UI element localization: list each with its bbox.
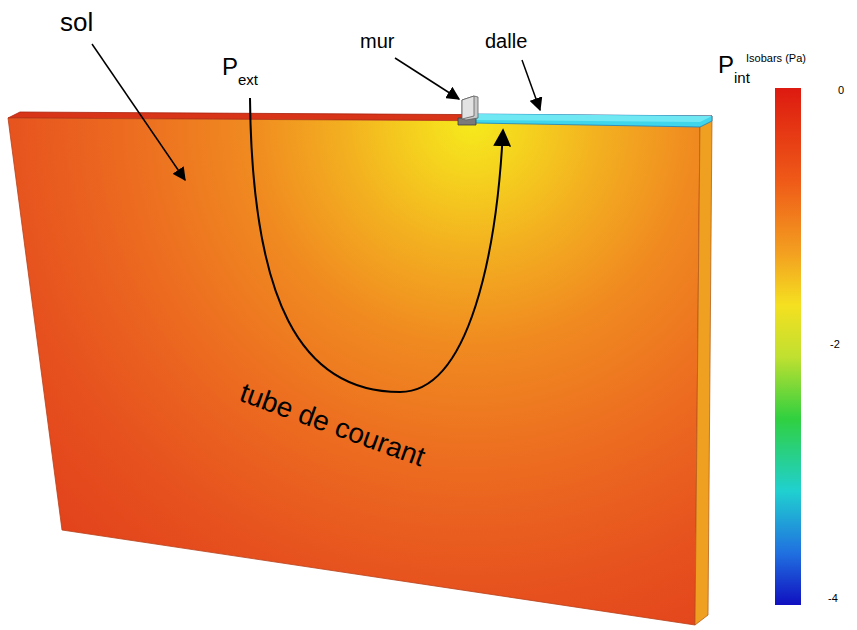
leader-line — [92, 44, 185, 180]
color-scale-bar — [775, 88, 801, 605]
pressure-symbol: P — [718, 52, 734, 78]
part-label: mur — [360, 30, 394, 52]
slab-top — [474, 114, 712, 122]
part-label: sol — [60, 8, 93, 37]
pressure-symbol: P — [222, 54, 238, 80]
wall — [462, 96, 478, 120]
soil-block — [8, 118, 700, 625]
scale-title: Isobars (Pa) — [746, 52, 806, 64]
subscript: ext — [238, 72, 258, 89]
scale-tick: 0 — [838, 84, 844, 96]
scale-tick: -2 — [830, 338, 840, 350]
slab — [474, 114, 712, 127]
part-label: dalle — [485, 30, 527, 52]
leader-line — [522, 60, 540, 110]
flow-curve — [250, 98, 503, 392]
subscript: int — [734, 70, 750, 87]
leader-line — [395, 58, 459, 99]
wall-face — [462, 96, 474, 119]
soil-side-face — [695, 116, 712, 625]
scale-tick: -4 — [828, 592, 838, 604]
